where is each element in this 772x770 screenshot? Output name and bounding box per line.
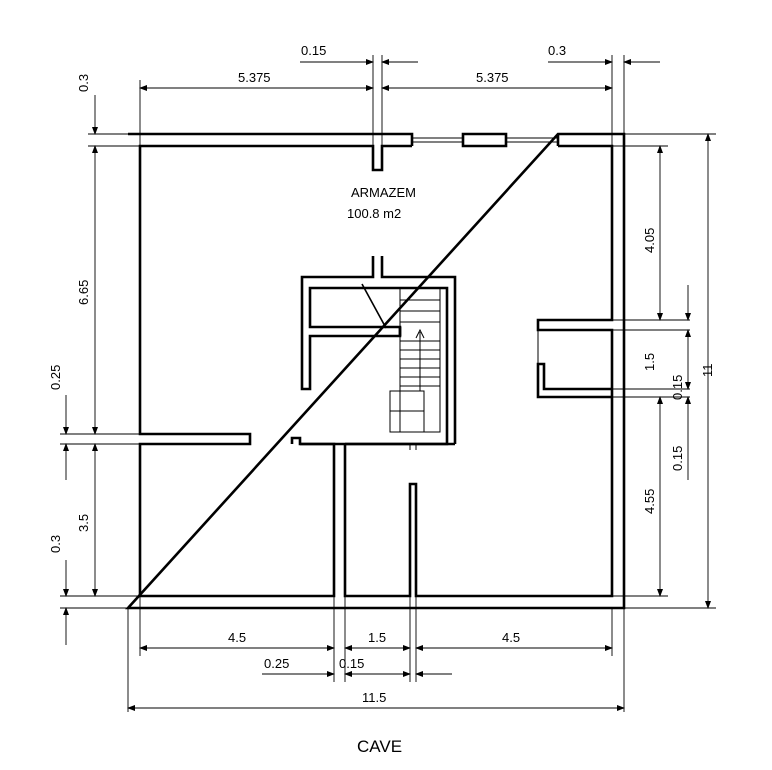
dim-right-gap-b: 0.15	[670, 446, 685, 471]
dim-top-right-span: 5.375	[476, 70, 509, 85]
dim-bottom-wall-a: 0.25	[264, 656, 289, 671]
dimension-lines	[60, 55, 716, 712]
dim-top-right-gap: 0.3	[548, 43, 566, 58]
dim-bottom-left-span: 4.5	[228, 630, 246, 645]
dim-left-upper-span: 6.65	[76, 280, 91, 305]
dim-right-mid-span: 1.5	[642, 353, 657, 371]
dim-bottom-right-span: 4.5	[502, 630, 520, 645]
dim-left-bottom-thickness: 0.3	[48, 535, 63, 553]
dim-right-upper-span: 4.05	[642, 228, 657, 253]
dim-bottom-wall-b: 0.15	[339, 656, 364, 671]
dim-right-lower-span: 4.55	[642, 489, 657, 514]
dim-right-gap-a: 0.15	[670, 375, 685, 400]
staircase	[361, 283, 441, 450]
dim-left-wall-mid: 0.25	[48, 365, 63, 390]
dim-bottom-total: 11.5	[362, 690, 386, 705]
dim-right-total: 11	[700, 364, 715, 378]
room-area: 100.8 m2	[347, 206, 401, 221]
dim-left-top-thickness: 0.3	[76, 74, 91, 92]
dim-top-left-span: 5.375	[238, 70, 271, 85]
dim-bottom-mid-span: 1.5	[368, 630, 386, 645]
room-name: ARMAZEM	[351, 185, 416, 200]
drawing-title: CAVE	[357, 737, 402, 756]
dim-left-lower-span: 3.5	[76, 514, 91, 532]
labels: ARMAZEM 100.8 m2 CAVE 0.15 0.3 5.375 5.3…	[48, 43, 715, 756]
dim-top-wall-gap: 0.15	[301, 43, 326, 58]
